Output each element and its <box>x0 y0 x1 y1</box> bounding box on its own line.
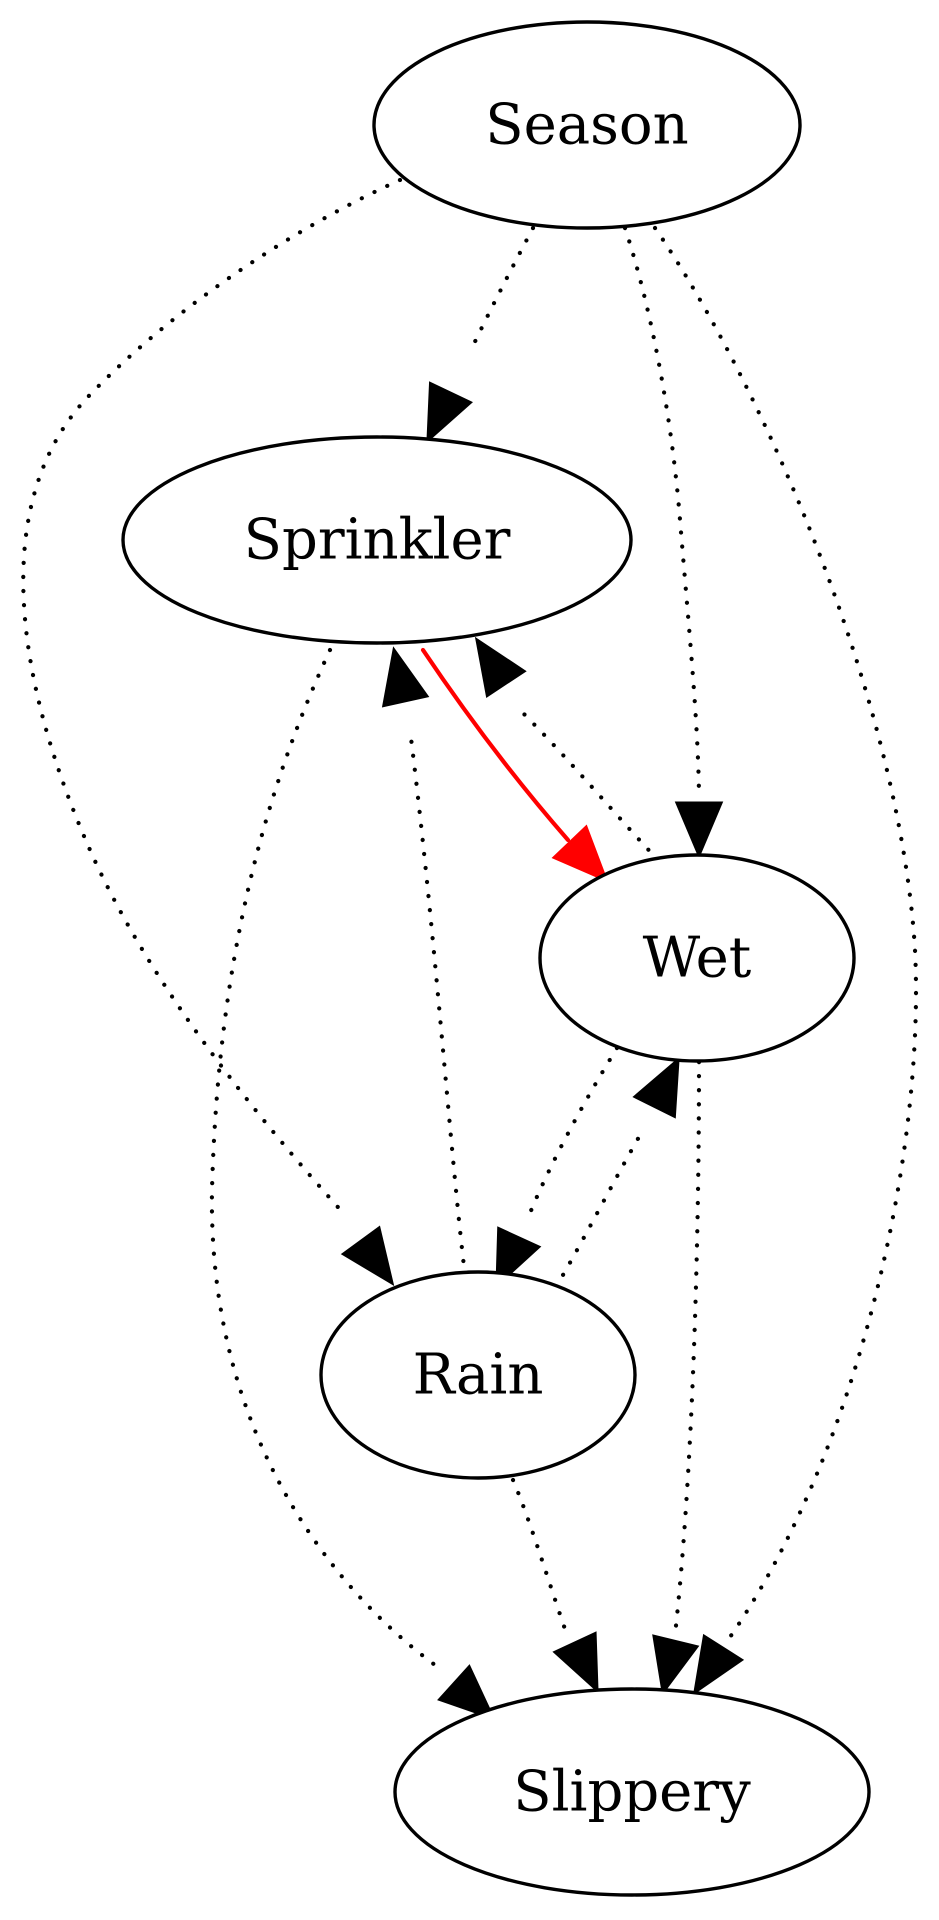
node-season: Season <box>372 20 802 230</box>
node-slippery-label: Slippery <box>513 1760 751 1825</box>
edge-arrowhead <box>652 1634 700 1696</box>
edge-line <box>420 647 571 843</box>
edge-season-to-slippery <box>652 225 919 1696</box>
node-rain-shape <box>319 1270 637 1480</box>
edge-arrowhead <box>437 1664 496 1721</box>
node-slippery: Slippery <box>393 1687 871 1897</box>
node-sprinkler: Sprinkler <box>121 435 633 645</box>
edge-line <box>553 1127 646 1290</box>
edge-rain-to-slippery <box>510 1477 599 1694</box>
edge-arrowhead <box>495 1226 542 1289</box>
edge-line <box>510 1477 569 1635</box>
edge-arrowhead <box>551 824 609 883</box>
edge-line <box>622 225 702 798</box>
nodes-layer: Season Sprinkler Wet Rain Slippery <box>121 20 871 1897</box>
edge-sprinkler-to-wet <box>420 647 609 883</box>
edge-arrowhead <box>552 1631 599 1694</box>
edge-arrowhead <box>426 381 473 444</box>
edge-line <box>672 1059 702 1638</box>
node-season-label: Season <box>485 93 688 158</box>
edge-arrowhead <box>340 1225 395 1287</box>
edge-wet-to-slippery <box>652 1059 702 1696</box>
node-sprinkler-label: Sprinkler <box>244 508 511 573</box>
edge-rain-to-wet <box>553 1056 680 1290</box>
edge-arrowhead <box>632 1056 680 1119</box>
node-rain-label: Rain <box>413 1343 544 1408</box>
edge-line <box>467 225 536 355</box>
edge-line <box>209 647 438 1668</box>
node-rain: Rain <box>319 1270 637 1480</box>
node-wet-shape <box>538 853 856 1063</box>
edge-arrowhead <box>381 646 430 708</box>
edge-arrowhead <box>692 1633 745 1696</box>
edge-line <box>21 177 403 1218</box>
node-slippery-shape <box>393 1687 871 1897</box>
edge-arrowhead <box>674 801 724 859</box>
edge-line <box>652 225 919 1643</box>
node-wet-label: Wet <box>643 926 752 991</box>
edge-line <box>527 1045 620 1216</box>
edge-line <box>407 727 468 1278</box>
edge-season-to-sprinkler <box>426 225 536 444</box>
edge-wet-to-sprinkler <box>474 636 661 863</box>
edges-layer <box>21 177 919 1721</box>
edge-rain-to-sprinkler <box>381 646 468 1278</box>
edge-season-to-rain <box>21 177 403 1287</box>
edge-sprinkler-to-slippery <box>209 647 496 1721</box>
edge-season-to-wet <box>622 225 724 859</box>
edge-arrowhead <box>474 636 527 699</box>
edge-wet-to-rain <box>495 1045 620 1289</box>
node-season-shape <box>372 20 802 230</box>
node-sprinkler-shape <box>121 435 633 645</box>
node-wet: Wet <box>538 853 856 1063</box>
